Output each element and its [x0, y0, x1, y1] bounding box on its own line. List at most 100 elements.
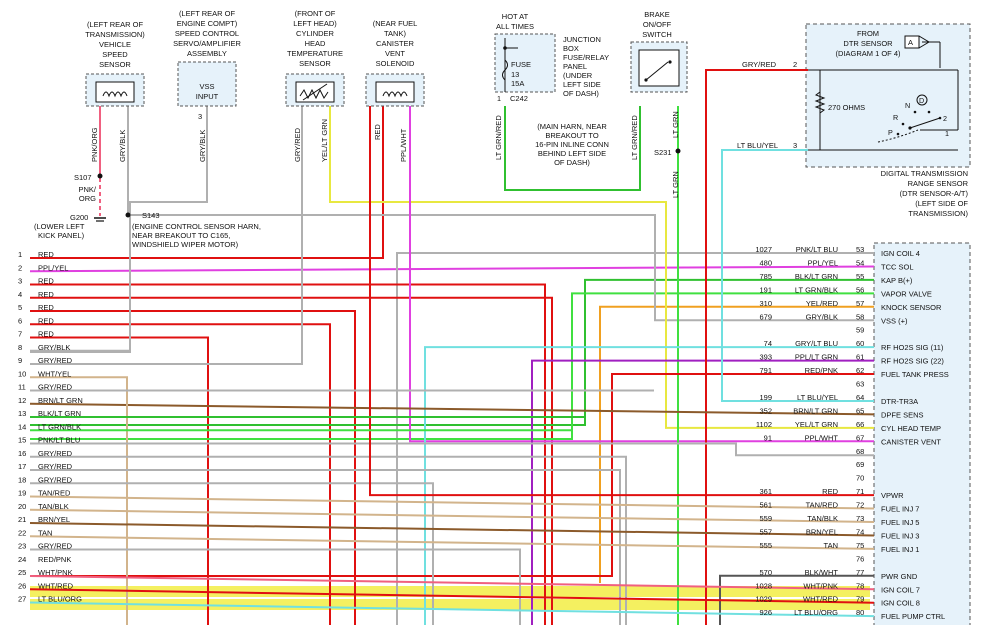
pcm-pin-function: FUEL TANK PRESS: [881, 370, 949, 379]
pcm-circuit-number: 361: [759, 487, 772, 496]
pcm-pin-number: 60: [856, 339, 864, 348]
pcm-wire-color: BLK/WHT: [805, 568, 839, 577]
pcm-wire-color: LT BLU/YEL: [797, 393, 838, 402]
pcm-circuit-number: 480: [759, 258, 772, 267]
wire-pin-72: [29, 495, 875, 510]
wire-pin-77: [719, 574, 874, 625]
left-wire-label: LT BLU/ORG: [38, 595, 82, 604]
pcm-wire-color: PPL/LT GRN: [795, 353, 838, 362]
pcm-circuit-number: 679: [759, 312, 772, 321]
pcm-wire-color: TAN/RED: [806, 501, 839, 510]
wire-pin-55: [30, 278, 874, 426]
pcm-pin-function: CYL HEAD TEMP: [881, 424, 941, 433]
pcm-pin-function: DPFE SENS: [881, 410, 924, 419]
svg-text:D: D: [919, 96, 924, 105]
splice-s143: S143: [142, 211, 160, 220]
pcm-pin-number: 76: [856, 554, 864, 563]
svg-text:1: 1: [945, 129, 949, 138]
pcm-pin-function: VAPOR VALVE: [881, 289, 932, 298]
pcm-pin-number: 64: [856, 393, 864, 402]
label-gry-red: GRY/RED: [293, 127, 302, 162]
pcm-wire-color: GRY/BLK: [806, 312, 838, 321]
wire-row-16: [30, 455, 627, 625]
left-wire-label: RED: [38, 277, 54, 286]
wire-row-1: [30, 105, 384, 259]
left-wire-label: BRN/LT GRN: [38, 396, 83, 405]
ground-g200: G200: [70, 213, 88, 222]
pcm-pin-function: PWR GND: [881, 572, 918, 581]
wire-pin-58-vss: [30, 214, 874, 353]
pcm-pin-number: 58: [856, 312, 864, 321]
left-wire-label: RED: [38, 330, 54, 339]
left-wire-label: RED: [38, 316, 54, 325]
left-wire-number: 4: [18, 290, 22, 299]
left-wire-label: TAN: [38, 528, 52, 537]
pcm-circuit-number: 561: [759, 501, 772, 510]
svg-text:GRY/RED: GRY/RED: [742, 60, 777, 69]
left-wire-number: 19: [18, 489, 26, 498]
highlight-row-25: [30, 586, 870, 597]
label-gry-blk-vss: GRY/BLK: [118, 130, 127, 162]
pcm-pin-number: 56: [856, 285, 864, 294]
wire-canister-ppl: [409, 106, 874, 443]
left-wire-number: 26: [18, 581, 26, 590]
pcm-pin-number: 62: [856, 366, 864, 375]
pcm-pin-number: 77: [856, 568, 864, 577]
pcm-circuit-number: 310: [759, 299, 772, 308]
splice-s107: S107: [74, 173, 92, 182]
wire-dtr-gryred: [705, 69, 808, 625]
left-wire-label: BLK/LT GRN: [38, 409, 81, 418]
splice-dot-s231: [675, 148, 681, 154]
wire-cht-yel: [329, 106, 874, 429]
label-gry-blk-sc: GRY/BLK: [198, 130, 207, 162]
left-wire-number: 15: [18, 436, 26, 445]
left-wire-number: 1: [18, 250, 22, 259]
wire-speed-control: [129, 106, 208, 215]
pcm-pin-number: 53: [856, 245, 864, 254]
pcm-circuit-number: 1029: [755, 595, 772, 604]
pcm-pin-number: 72: [856, 501, 864, 510]
left-wire-number: 12: [18, 396, 26, 405]
svg-text:C242: C242: [510, 94, 528, 103]
wire-pin-65: [29, 402, 875, 416]
pcm-pin-number: 66: [856, 420, 864, 429]
left-wire-number: 18: [18, 475, 26, 484]
pcm-pin-function: FUEL INJ 5: [881, 518, 919, 527]
pcm-circuit-number: 1028: [755, 581, 772, 590]
pcm-circuit-number: 785: [759, 272, 772, 281]
left-wire-number: 9: [18, 356, 22, 365]
left-wire-number: 11: [18, 383, 26, 392]
pcm-pin-function: TCC SOL: [881, 262, 914, 271]
pcm-pin-number: 69: [856, 460, 864, 469]
left-wire-label: WHT/YEL: [38, 369, 71, 378]
left-wire-label: WHT/PNK: [38, 568, 73, 577]
left-wire-label: GRY/RED: [38, 449, 73, 458]
label-lt-grn-red-brake: LT GRN/RED: [630, 115, 639, 160]
pcm-circuit-number: 791: [759, 366, 772, 375]
svg-text:LT BLU/YEL: LT BLU/YEL: [737, 141, 778, 150]
pcm-pin-number: 67: [856, 433, 864, 442]
left-wire-number: 23: [18, 542, 26, 551]
svg-text:A: A: [908, 38, 913, 47]
left-wire-number: 27: [18, 595, 26, 604]
left-wire-number: 21: [18, 515, 26, 524]
pcm-circuit-number: 1027: [755, 245, 772, 254]
left-wire-label: RED/PNK: [38, 555, 71, 564]
left-wire-number: 24: [18, 555, 26, 564]
pcm-wire-color: WHT/RED: [803, 595, 839, 604]
svg-text:2: 2: [793, 60, 797, 69]
pcm-circuit-number: 559: [759, 514, 772, 523]
label-pnk-org: PNK/ORG: [90, 127, 99, 162]
pcm-connector-panel: [873, 242, 971, 625]
pcm-pin-number: 78: [856, 581, 864, 590]
splice-s231: S231: [654, 148, 672, 157]
wire-row-27: [29, 601, 875, 618]
